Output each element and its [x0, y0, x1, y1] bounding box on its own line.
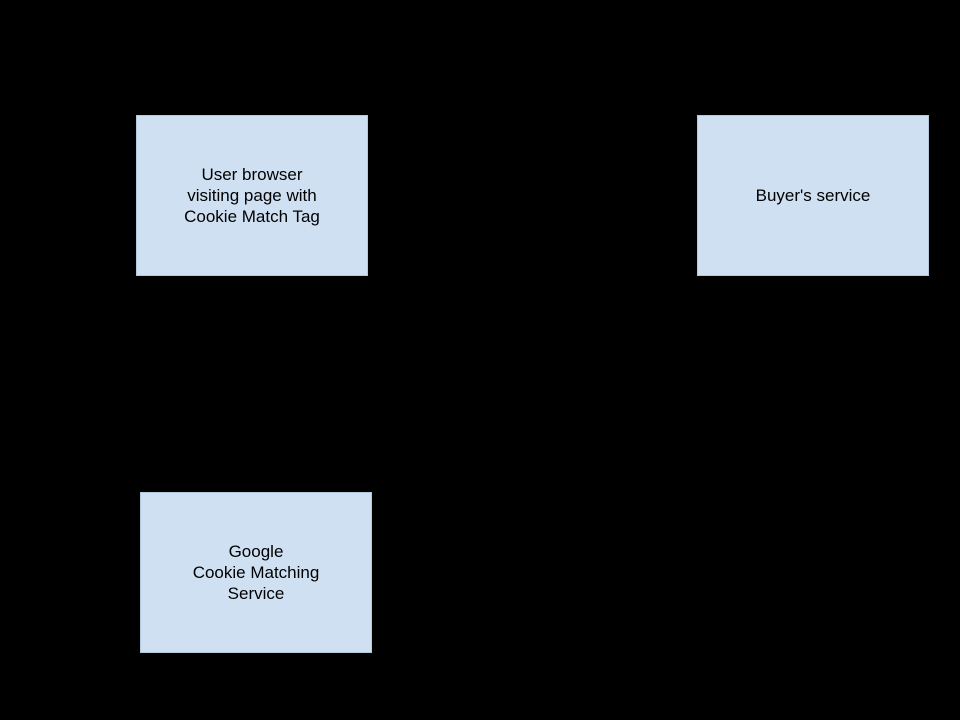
diagram-node-google-cookie-matching-service-label: Google Cookie Matching Service	[192, 542, 320, 603]
diagram-node-buyers-service-label: Buyer's service	[755, 186, 871, 205]
diagram-node-google-cookie-matching-service[interactable]: Google Cookie Matching Service	[140, 492, 372, 653]
diagram-node-user-browser[interactable]: User browser visiting page with Cookie M…	[136, 115, 368, 276]
diagram-node-buyers-service[interactable]: Buyer's service	[697, 115, 929, 276]
diagram-node-user-browser-label: User browser visiting page with Cookie M…	[184, 165, 320, 226]
